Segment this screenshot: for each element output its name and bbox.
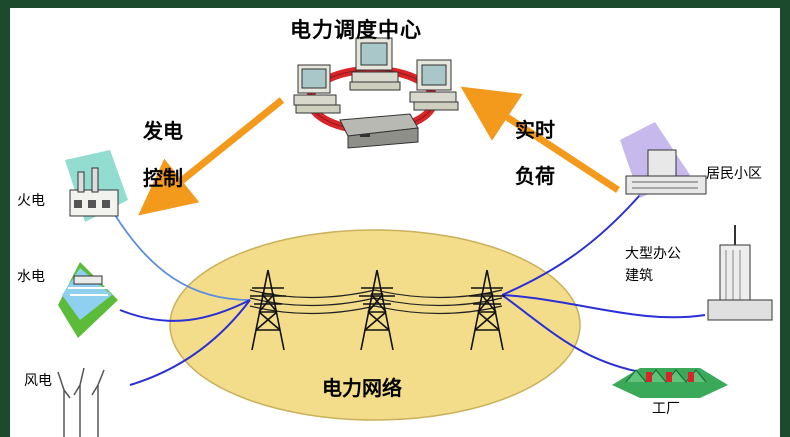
server-icon [339, 113, 419, 149]
line-office [501, 294, 706, 319]
hydro-plant-icon [58, 262, 118, 338]
hydro-label: 水电 [17, 269, 45, 285]
network-label: 电力网络 [322, 376, 402, 400]
generation-control-arrow [138, 97, 285, 216]
thermal-label: 火电 [17, 193, 45, 209]
residential-building-icon [620, 122, 707, 198]
office-building-icon [707, 225, 773, 321]
line-factory [501, 294, 641, 373]
power-network-ellipse [169, 229, 581, 421]
line-residential [501, 194, 641, 296]
office-label-1: 大型办公 [625, 246, 681, 262]
transmission-tower-icon [469, 269, 505, 351]
factory-label: 工厂 [652, 401, 680, 417]
wind-turbine-icon [57, 367, 105, 437]
wind-label: 风电 [24, 373, 52, 389]
computer-icon-right [409, 59, 459, 111]
transmission-tower-icon [359, 269, 395, 351]
computer-icon-center [349, 37, 401, 91]
realtime-load-arrow [460, 86, 620, 193]
residential-label: 居民小区 [706, 166, 762, 182]
generation-control-label-1: 发电 [143, 119, 183, 143]
line-hydro [119, 299, 251, 322]
line-thermal [114, 214, 251, 301]
thermal-plant-icon [65, 150, 128, 222]
line-wind [129, 299, 251, 386]
generation-control-label-2: 控制 [143, 166, 183, 190]
computer-icon-left [293, 64, 341, 114]
office-label-2: 建筑 [625, 268, 653, 284]
transmission-tower-icon [250, 269, 286, 351]
diagram-title: 电力调度中心 [290, 18, 422, 42]
realtime-load-label-1: 实时 [515, 118, 555, 142]
factory-icon [612, 368, 728, 398]
realtime-load-label-2: 负荷 [515, 164, 555, 188]
